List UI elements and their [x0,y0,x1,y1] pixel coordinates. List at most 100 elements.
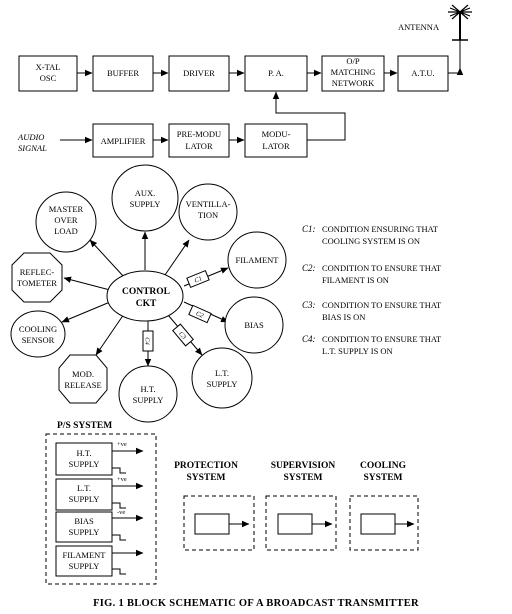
svg-text:COOLING: COOLING [360,461,407,471]
pre-modulator-block: PRE-MODU LATOR [168,123,230,158]
svg-text:MASTER: MASTER [49,204,84,214]
reflectometer-node: REFLEC- TOMETER [11,252,63,303]
atu-block: A.T.U. [397,55,449,92]
svg-text:CONDITION ENSURING THAT: CONDITION ENSURING THAT [322,224,439,234]
svg-text:TION: TION [198,210,218,220]
svg-text:DRIVER: DRIVER [183,68,215,78]
svg-text:VENTILLA-: VENTILLA- [186,199,231,209]
svg-text:AMPLIFIER: AMPLIFIER [101,136,146,146]
chain-arrows [77,67,464,77]
svg-text:BUFFER: BUFFER [107,68,139,78]
svg-text:OSC: OSC [40,73,57,83]
antenna-icon [448,4,472,41]
svg-text:NETWORK: NETWORK [332,78,375,88]
modulator-block: MODU- LATOR [244,123,308,158]
svg-text:+ve: +ve [117,441,127,448]
svg-text:CONDITION TO ENSURE THAT: CONDITION TO ENSURE THAT [322,263,442,273]
ht-supply-node: H.T. SUPPLY [118,365,178,423]
svg-text:C4: C4 [144,337,151,345]
c4-condition-box: C4 [142,330,154,352]
svg-text:LATOR: LATOR [185,141,213,151]
lt-supply-node: L.T. SUPPLY [191,347,253,409]
legend-c1: C1: CONDITION ENSURING THAT COOLING SYST… [302,224,439,246]
ps-system-frame [45,433,157,585]
svg-text:SUPPLY: SUPPLY [69,561,100,571]
svg-text:+ve: +ve [117,476,127,483]
svg-text:A.T.U.: A.T.U. [411,68,434,78]
xtal-osc-block: X-TAL OSC [18,55,78,92]
legend-c3: C3: CONDITION TO ENSURE THAT BIAS IS ON [302,300,442,322]
supervision-system: SUPERVISION SYSTEM [265,461,337,551]
svg-text:LOAD: LOAD [54,226,78,236]
svg-text:MATCHING: MATCHING [331,67,376,77]
svg-text:LATOR: LATOR [262,141,290,151]
svg-text:BIAS: BIAS [74,516,94,526]
bias-node: BIAS [224,296,284,354]
svg-text:L.T. SUPPLY IS ON: L.T. SUPPLY IS ON [322,346,393,356]
svg-text:SUPPLY: SUPPLY [133,395,164,405]
svg-text:SYSTEM: SYSTEM [186,473,225,483]
svg-text:C1:: C1: [302,224,316,234]
svg-text:REFLEC-: REFLEC- [20,267,55,277]
svg-text:C3: C3 [177,330,188,341]
driver-block: DRIVER [168,55,230,92]
figure-caption: FIG. 1 BLOCK SCHEMATIC OF A BROADCAST TR… [93,598,419,609]
svg-text:C2:: C2: [302,263,316,273]
matching-network-block: O/P MATCHING NETWORK [321,55,385,92]
svg-text:L.T.: L.T. [77,483,91,493]
svg-text:H.T.: H.T. [77,448,92,458]
svg-text:-ve: -ve [117,509,125,516]
modulation-arrows [60,91,346,144]
svg-text:SUPPLY: SUPPLY [130,199,161,209]
svg-text:C1: C1 [194,275,204,284]
svg-text:SUPERVISION: SUPERVISION [271,461,336,471]
audio-signal-label: AUDIO [17,132,44,142]
svg-text:FILAMENT: FILAMENT [236,255,280,265]
ht-supply-block: H.T. SUPPLY +ve [55,441,144,476]
svg-text:C3:: C3: [302,300,316,310]
mod-release-node: MOD. RELEASE [58,354,108,404]
svg-text:C4:: C4: [302,334,316,344]
c2-condition-box: C2 [188,304,212,324]
svg-text:SENSOR: SENSOR [22,335,55,345]
svg-text:SUPPLY: SUPPLY [69,459,100,469]
cooling-sensor-node: COOLING SENSOR [10,310,66,358]
protection-system: PROTECTION SYSTEM [174,461,255,551]
svg-text:X-TAL: X-TAL [36,62,61,72]
svg-text:COOLING: COOLING [19,324,57,334]
ventilation-node: VENTILLA- TION [178,183,238,241]
svg-text:SUPPLY: SUPPLY [207,379,238,389]
svg-text:P. A.: P. A. [268,68,284,78]
svg-text:C2: C2 [195,310,205,320]
c1-condition-box: C1 [186,269,210,289]
svg-text:L.T.: L.T. [215,368,229,378]
cooling-system: COOLING SYSTEM [349,461,419,551]
svg-text:FILAMENT IS ON: FILAMENT IS ON [322,275,389,285]
svg-text:BIAS: BIAS [244,320,264,330]
svg-text:SIGNAL: SIGNAL [18,143,47,153]
svg-text:CONTROL: CONTROL [122,287,170,297]
svg-text:OVER: OVER [54,215,77,225]
svg-text:AUX.: AUX. [135,188,156,198]
svg-text:CONDITION TO ENSURE THAT: CONDITION TO ENSURE THAT [322,334,442,344]
svg-text:CONDITION TO ENSURE THAT: CONDITION TO ENSURE THAT [322,300,442,310]
svg-text:SYSTEM: SYSTEM [283,473,322,483]
buffer-block: BUFFER [92,55,154,92]
svg-text:PROTECTION: PROTECTION [174,461,238,471]
antenna-label: ANTENNA [398,22,440,32]
c3-condition-box: C3 [172,323,194,347]
filament-node: FILAMENT [227,231,287,289]
filament-supply-block: FILAMENT SUPPLY [55,545,144,577]
svg-text:FILAMENT: FILAMENT [63,550,107,560]
svg-text:SYSTEM: SYSTEM [363,473,402,483]
control-circuit-node: CONTROL CKT [106,270,184,322]
svg-text:H.T.: H.T. [141,384,156,394]
lt-supply-block: L.T. SUPPLY +ve [55,476,144,511]
svg-text:MODU-: MODU- [262,129,291,139]
svg-text:SUPPLY: SUPPLY [69,494,100,504]
svg-text:BIAS IS ON: BIAS IS ON [322,312,365,322]
svg-text:O/P: O/P [346,56,360,66]
amplifier-block: AMPLIFIER [92,123,154,158]
